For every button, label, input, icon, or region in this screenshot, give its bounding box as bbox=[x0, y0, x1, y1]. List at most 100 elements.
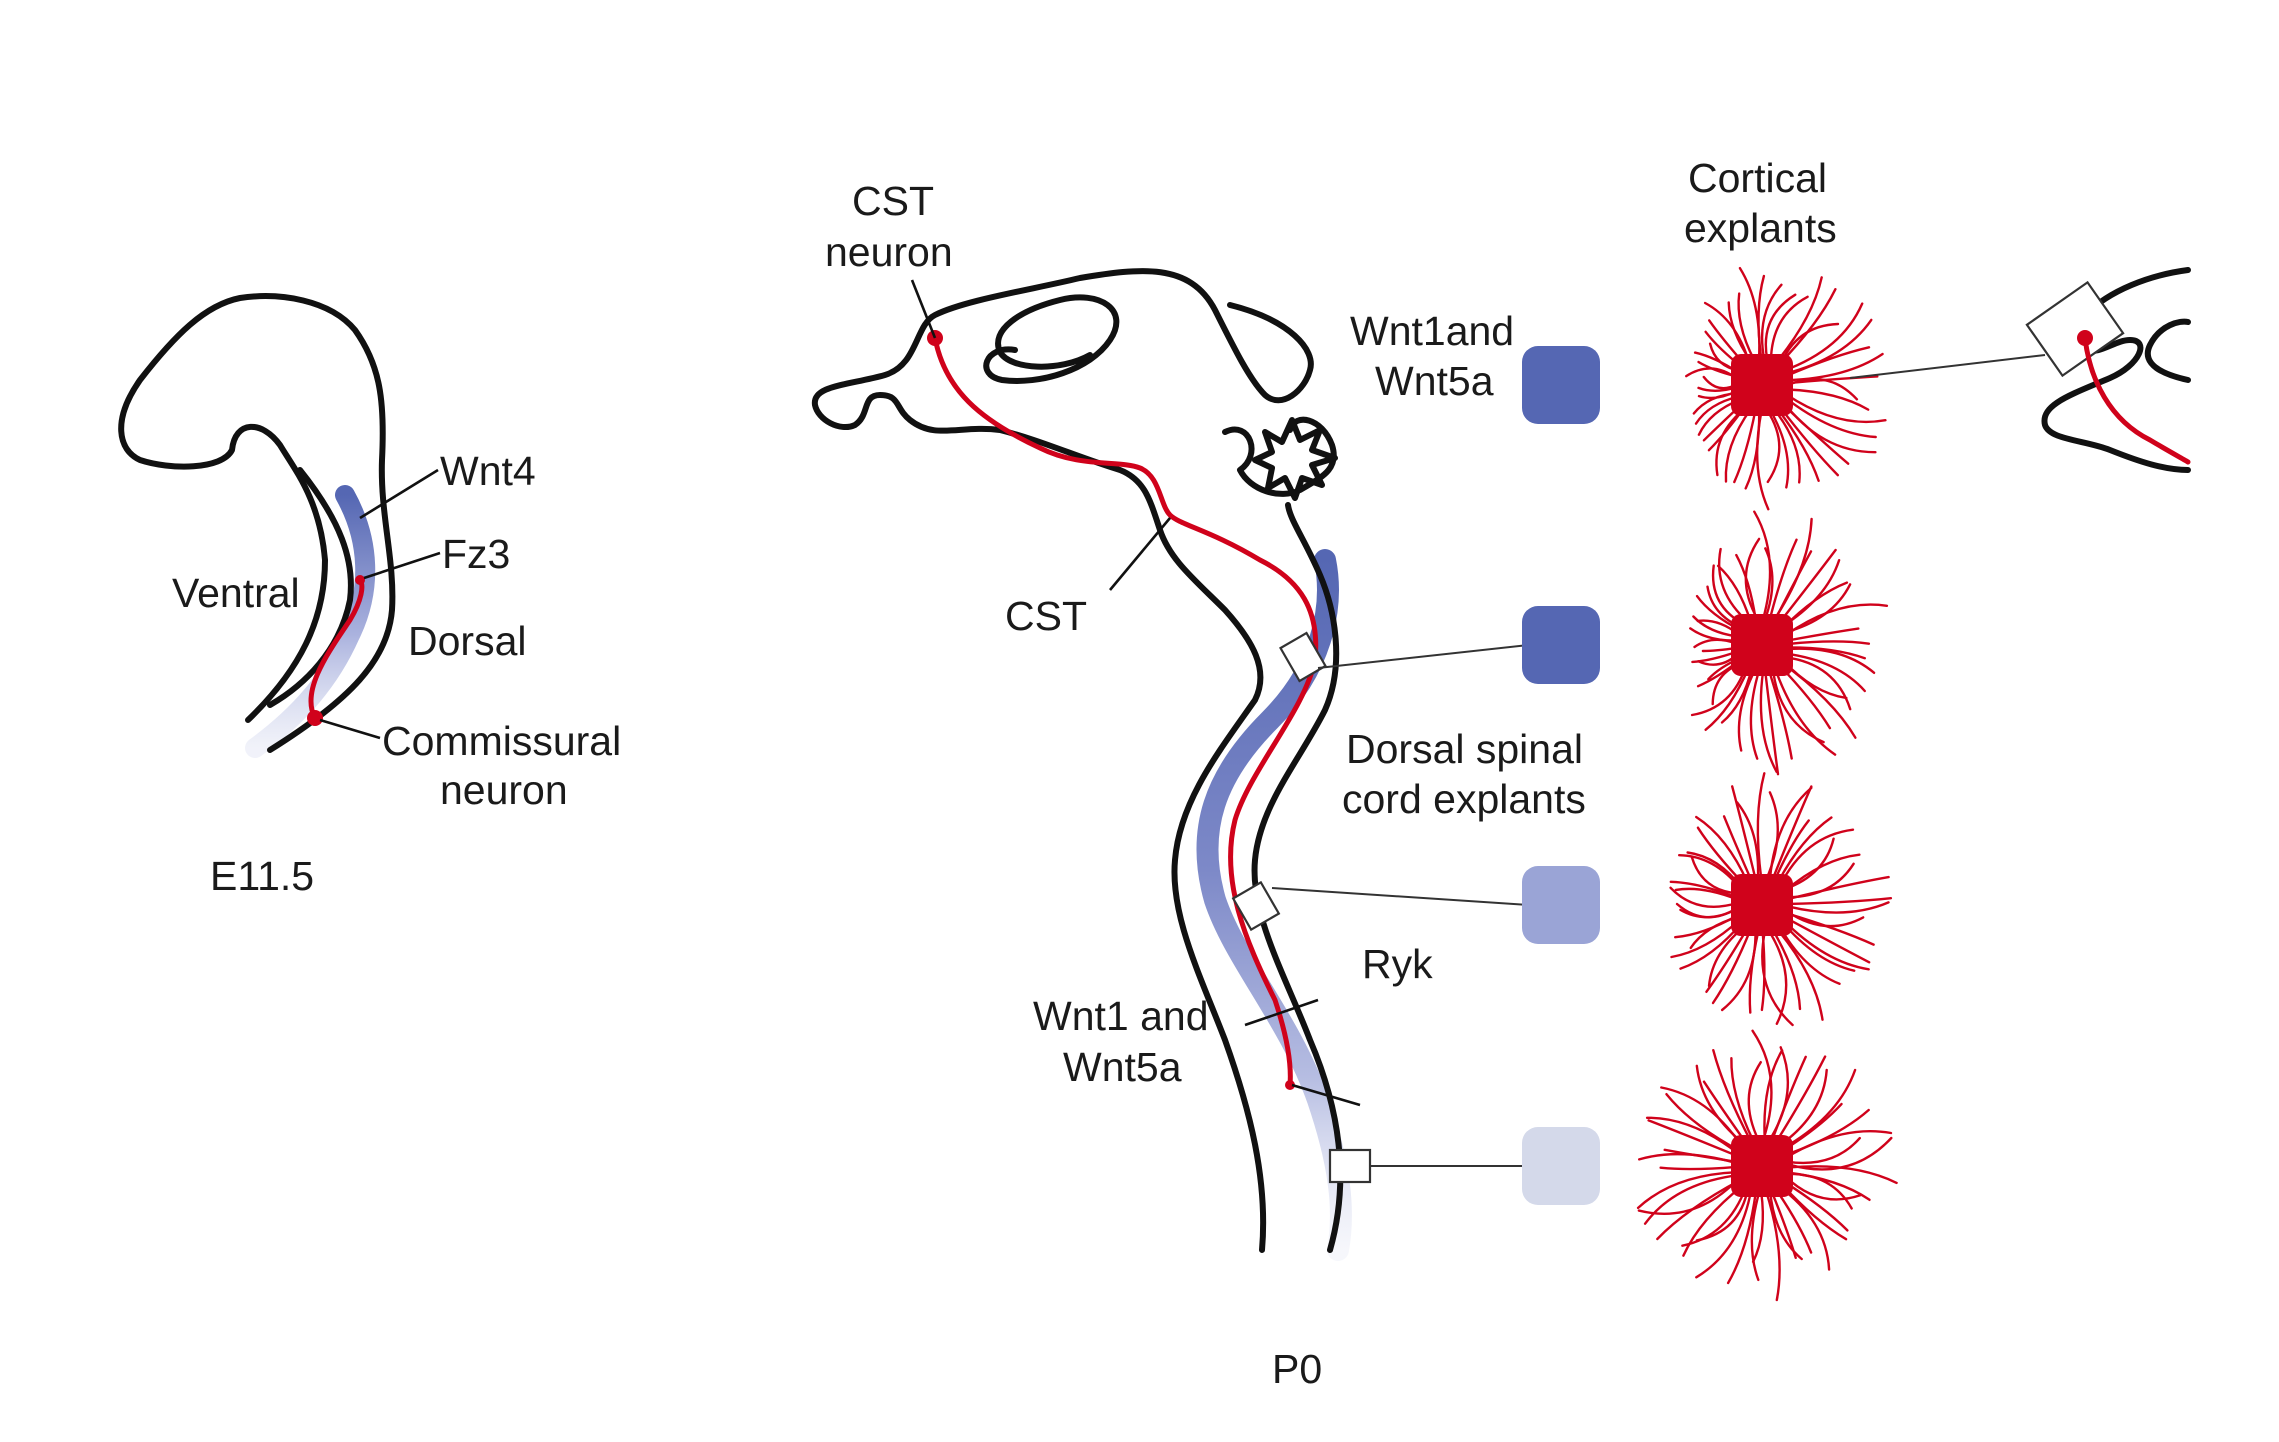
p0-cortical-explant-column bbox=[1636, 266, 1898, 1302]
e11-fz3-dot bbox=[355, 575, 365, 585]
explant-fiber bbox=[1785, 393, 1887, 424]
explant-fiber bbox=[1768, 1189, 1803, 1261]
e11-commissural-label: Commissural bbox=[382, 718, 621, 764]
p0-cortex-fold bbox=[983, 294, 1120, 384]
e11-commissural-leader bbox=[319, 718, 381, 740]
p0-cortical-explants-label-2: explants bbox=[1684, 205, 1837, 251]
p0-cst-neuron-leader bbox=[910, 279, 937, 339]
explant-fiber bbox=[1744, 537, 1761, 621]
explant-fiber bbox=[1786, 1136, 1861, 1165]
explant-fiber bbox=[1726, 1190, 1758, 1285]
explant-fiber bbox=[1636, 1171, 1738, 1210]
explant-fiber bbox=[1711, 927, 1753, 1005]
explant-fiber bbox=[1783, 396, 1877, 439]
p0-ryk-label: Ryk bbox=[1362, 941, 1433, 987]
p0-sample-box-1 bbox=[1279, 631, 1327, 683]
explant-fiber bbox=[1785, 1172, 1853, 1210]
p0-inset-sample-box bbox=[2025, 280, 2125, 378]
p0-cerebellum bbox=[1252, 417, 1338, 501]
p0-wnt-source-label-1: Wnt1and bbox=[1350, 308, 1514, 354]
explant-fiber bbox=[1720, 929, 1757, 1012]
p0-dorsal-explants-label-2: cord explants bbox=[1342, 776, 1586, 822]
explant-fiber bbox=[1772, 819, 1810, 884]
spinal-explant-1 bbox=[1522, 346, 1600, 424]
e11-dorsal-label: Dorsal bbox=[408, 618, 526, 664]
e11-ventral-label: Ventral bbox=[172, 570, 300, 616]
explant-fiber bbox=[1760, 929, 1766, 1012]
p0-cst-axon bbox=[932, 335, 1319, 1088]
explant-fiber bbox=[1643, 1174, 1739, 1225]
p0-panel: CST neuron CST Ryk Wnt1 and Wnt5a Wnt1an… bbox=[811, 155, 2191, 1392]
p0-wnt-cord-label-2: Wnt5a bbox=[1063, 1044, 1182, 1090]
p0-connector-2 bbox=[1271, 887, 1529, 906]
explant-fiber bbox=[1783, 656, 1852, 711]
e11-fz3-label: Fz3 bbox=[442, 531, 510, 577]
explant-fiber bbox=[1784, 603, 1889, 637]
p0-wnt-cord-label-1: Wnt1 and bbox=[1033, 993, 1209, 1039]
p0-wnt-cord-leader bbox=[1244, 998, 1319, 1027]
explant-fiber bbox=[1786, 1136, 1893, 1171]
explant-fiber bbox=[1767, 668, 1793, 760]
spinal-explant-3 bbox=[1522, 866, 1600, 944]
explant-fiber bbox=[1766, 409, 1781, 484]
cortical-explant-4 bbox=[1636, 1029, 1898, 1302]
explant-fiber bbox=[1765, 1190, 1781, 1302]
p0-dorsal-explants-label-1: Dorsal spinal bbox=[1346, 726, 1583, 772]
e11-neuron-label: neuron bbox=[440, 767, 568, 813]
explant-fiber bbox=[1665, 1093, 1742, 1153]
cortical-explant-body bbox=[1731, 354, 1793, 416]
e11-wnt4-label: Wnt4 bbox=[440, 448, 536, 494]
explant-fiber bbox=[1737, 668, 1757, 752]
p0-wnt-source-label-2: Wnt5a bbox=[1375, 358, 1494, 404]
cortical-explant-body bbox=[1731, 874, 1793, 936]
explant-fiber bbox=[1763, 547, 1774, 621]
explant-fiber bbox=[1757, 274, 1766, 361]
e11-commissural-axon bbox=[308, 577, 365, 721]
explant-fiber bbox=[1744, 409, 1761, 490]
explant-fiber bbox=[1785, 346, 1871, 378]
explant-fiber bbox=[1780, 1068, 1857, 1151]
p0-ryk-dot bbox=[1285, 1080, 1295, 1090]
p0-cst-leader bbox=[1109, 517, 1171, 591]
explant-fiber bbox=[1786, 375, 1879, 385]
explant-fiber bbox=[1731, 785, 1757, 881]
explant-fiber bbox=[1675, 902, 1738, 919]
explant-fiber bbox=[1730, 1057, 1755, 1143]
p0-spinal-cord-outer bbox=[1251, 502, 1344, 1253]
explant-fiber bbox=[1737, 292, 1756, 362]
explant-fiber bbox=[1783, 916, 1871, 964]
spinal-explant-2 bbox=[1522, 606, 1600, 684]
explant-fiber bbox=[1786, 901, 1890, 914]
p0-cst-neuron-label-2: neuron bbox=[825, 229, 953, 275]
explant-fiber bbox=[1645, 1116, 1741, 1156]
p0-stage-label: P0 bbox=[1272, 1346, 1322, 1392]
explant-fiber bbox=[1733, 409, 1757, 484]
explant-fiber bbox=[1764, 669, 1780, 776]
explant-fiber bbox=[1770, 1055, 1807, 1143]
e11-neural-tube-outline bbox=[118, 293, 396, 753]
explant-fiber bbox=[1647, 1119, 1740, 1158]
explant-fiber bbox=[1786, 640, 1871, 646]
explant-fiber bbox=[1774, 926, 1824, 1021]
p0-inset-axon bbox=[2082, 335, 2191, 465]
explant-fiber bbox=[1773, 666, 1837, 756]
explant-fiber bbox=[1785, 652, 1866, 693]
explant-fiber bbox=[1786, 352, 1884, 382]
e11-wnt4-leader bbox=[359, 468, 439, 520]
cortical-explant-body bbox=[1731, 1135, 1793, 1197]
e11-stage-label: E11.5 bbox=[210, 853, 314, 899]
p0-spinal-explant-column bbox=[1522, 346, 1600, 1205]
explant-fiber bbox=[1786, 897, 1893, 906]
explant-fiber bbox=[1751, 1190, 1765, 1263]
explant-fiber bbox=[1749, 669, 1761, 760]
explant-fiber bbox=[1782, 918, 1870, 971]
p0-inset-soma bbox=[2077, 330, 2093, 346]
explant-fiber bbox=[1767, 929, 1788, 1025]
explant-fiber bbox=[1720, 667, 1753, 724]
cortical-explant-2 bbox=[1689, 510, 1889, 776]
p0-ryk-leader bbox=[1291, 1083, 1361, 1107]
explant-fiber bbox=[1770, 785, 1813, 883]
explant-fiber bbox=[1695, 815, 1749, 885]
explant-fiber bbox=[1786, 627, 1860, 642]
